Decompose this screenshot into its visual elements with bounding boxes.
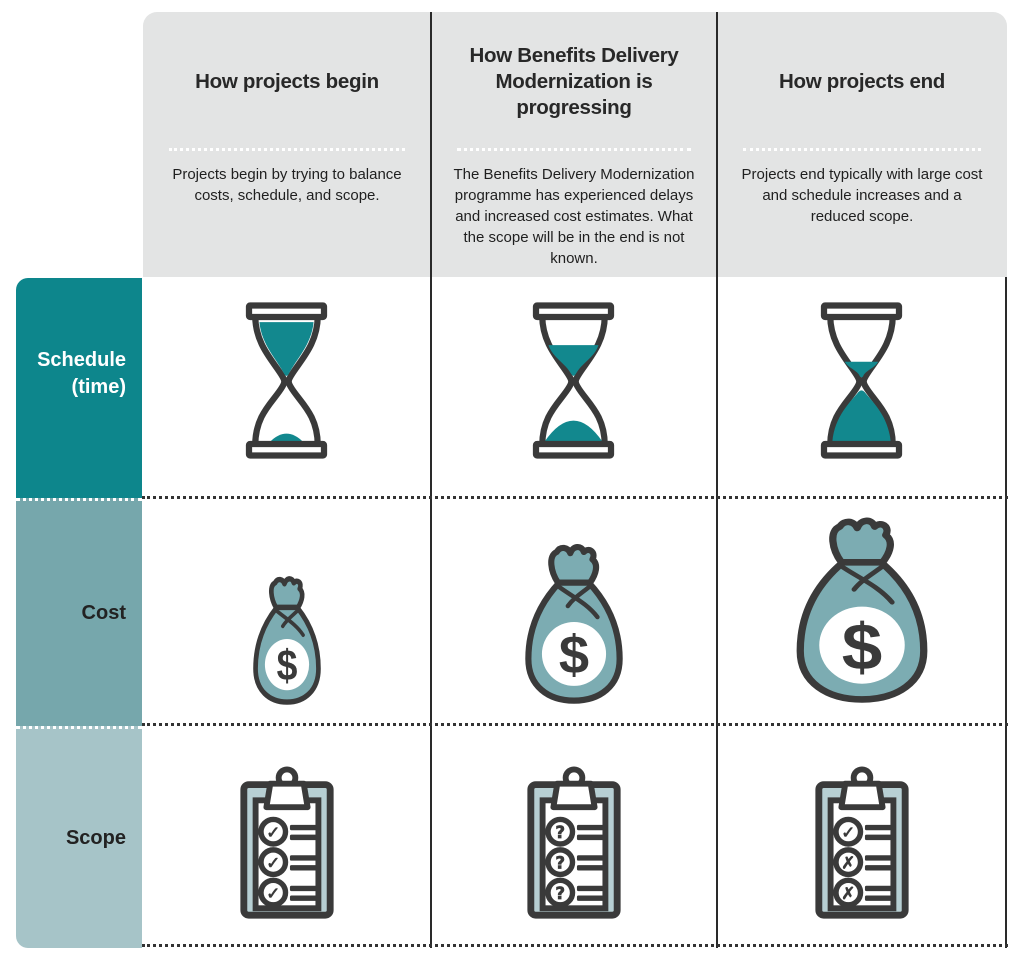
- right-border-line: [1005, 277, 1007, 948]
- clipboard-icon: ? ? ?: [527, 766, 621, 919]
- check-mark-icon: ✓: [266, 854, 280, 873]
- clipboard-icon: ✓ ✗ ✗: [815, 766, 909, 919]
- column-description-begin: Projects begin by trying to balance cost…: [172, 166, 402, 204]
- row-label-line: Cost: [81, 602, 126, 624]
- column-title-progressing: How Benefits Delivery Modernization is p…: [469, 43, 679, 120]
- column-header-begin: How projects begin Projects begin by try…: [143, 12, 431, 277]
- row-label-schedule: Schedule (time): [16, 278, 142, 498]
- header-dotted-divider: [743, 148, 981, 151]
- dollar-sign: $: [559, 625, 589, 685]
- header-dotted-divider: [169, 148, 405, 151]
- column-header-end: How projects end Projects end typically …: [717, 12, 1007, 277]
- column-title-wrap: How projects end: [717, 12, 1007, 144]
- column-title-wrap: How projects begin: [143, 12, 431, 144]
- question-mark-icon: ?: [555, 823, 565, 842]
- question-mark-icon: ?: [555, 884, 565, 903]
- money-bag-icon: $: [525, 543, 623, 704]
- row-divider-dotted: [142, 496, 1008, 499]
- hourglass-icon: [820, 302, 903, 459]
- money-bag-icon: $: [796, 517, 928, 703]
- row-label-cost: Cost: [16, 498, 142, 726]
- question-mark-icon: ?: [555, 854, 565, 873]
- column-divider-line: [716, 12, 718, 948]
- row-label-line: Schedule: [37, 349, 126, 371]
- row-divider-dotted: [142, 723, 1008, 726]
- clipboard-icon: ✓ ✓ ✓: [240, 766, 334, 919]
- column-description-progressing: The Benefits Delivery Modernization prog…: [453, 166, 695, 267]
- check-mark-icon: ✓: [841, 823, 855, 842]
- bottom-border-dotted: [142, 944, 1008, 947]
- column-header-progressing: How Benefits Delivery Modernization is p…: [431, 12, 717, 277]
- dollar-sign: $: [842, 610, 883, 684]
- row-label-scope: Scope: [16, 726, 142, 948]
- row-label-line: Scope: [65, 827, 126, 849]
- cross-mark-icon: ✗: [841, 854, 855, 873]
- column-title-begin: How projects begin: [195, 69, 379, 93]
- hourglass-icon: [245, 302, 328, 459]
- hourglass-icon: [532, 302, 615, 459]
- header-dotted-divider: [457, 148, 691, 151]
- cross-mark-icon: ✗: [841, 884, 855, 903]
- column-title-wrap: How Benefits Delivery Modernization is p…: [431, 12, 717, 144]
- column-description-end: Projects end typically with large cost a…: [741, 166, 983, 225]
- column-title-end: How projects end: [778, 69, 946, 93]
- check-mark-icon: ✓: [266, 823, 280, 842]
- dollar-sign: $: [277, 641, 298, 690]
- column-divider-line: [430, 12, 432, 948]
- check-mark-icon: ✓: [266, 884, 280, 903]
- money-bag-icon: $: [253, 576, 321, 705]
- row-label-line: (time): [71, 376, 126, 398]
